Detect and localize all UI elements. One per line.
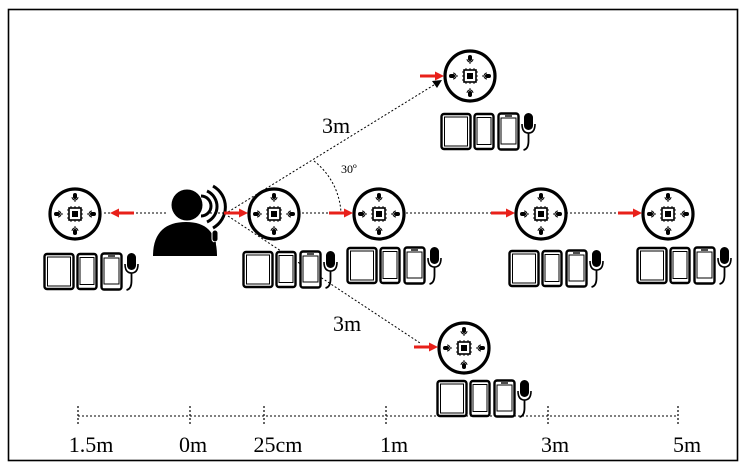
microphone-array-icon bbox=[352, 187, 406, 241]
arrow-icon bbox=[110, 208, 134, 218]
arrow-icon bbox=[224, 208, 248, 218]
device-set-icon bbox=[346, 246, 443, 286]
arrow-icon bbox=[420, 71, 444, 81]
microphone-array-icon bbox=[247, 187, 301, 241]
diagram-frame bbox=[7, 8, 739, 462]
lower-distance-label: 3m bbox=[333, 311, 361, 336]
device-set-icon bbox=[436, 379, 533, 419]
upper-distance-label: 3m bbox=[322, 113, 350, 138]
microphone-array-icon bbox=[514, 187, 568, 241]
axis-tick-label: 25cm bbox=[254, 432, 303, 457]
axis-tick-label: 1m bbox=[380, 432, 408, 457]
arrow-icon bbox=[618, 208, 642, 218]
person-speaking-icon bbox=[153, 184, 227, 256]
microphone-array-icon bbox=[641, 187, 695, 241]
axis-tick-label: 0m bbox=[179, 432, 207, 457]
microphone-array-icon bbox=[48, 187, 102, 241]
axis-tick-label: 1.5m bbox=[69, 432, 114, 457]
angle-arc bbox=[313, 160, 342, 214]
device-set-icon bbox=[242, 250, 339, 290]
axis-tick-label: 5m bbox=[673, 432, 701, 457]
path-upper-arrowhead bbox=[432, 80, 442, 88]
axis-tick-label: 3m bbox=[541, 432, 569, 457]
device-set-icon bbox=[636, 246, 733, 286]
arrow-icon bbox=[329, 208, 353, 218]
device-set-icon bbox=[440, 112, 537, 152]
device-set-icon bbox=[43, 252, 140, 292]
microphone-array-icon bbox=[443, 49, 497, 103]
device-set-icon bbox=[508, 249, 605, 289]
arrow-icon bbox=[414, 342, 438, 352]
distance-axis: 1.5m 0m 25cm 1m 3m 5m bbox=[69, 406, 701, 457]
arrow-icon bbox=[491, 208, 515, 218]
microphone-array-icon bbox=[437, 321, 491, 375]
angle-label: 30º bbox=[341, 162, 357, 176]
